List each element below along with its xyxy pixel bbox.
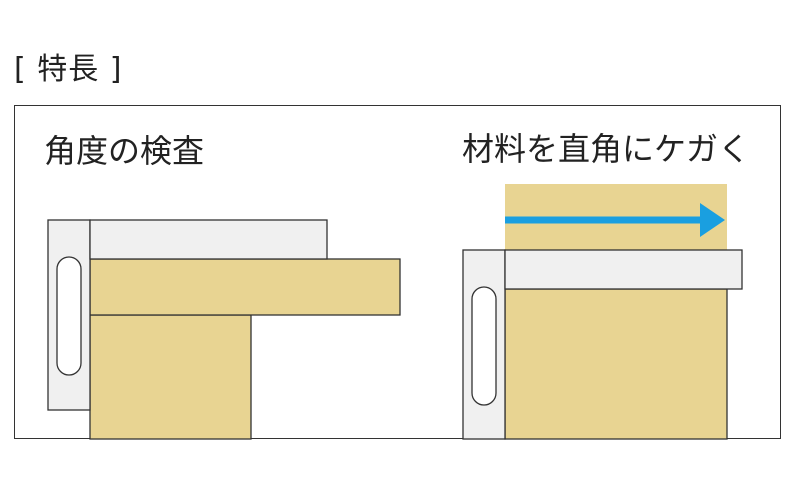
stock-slot [56, 256, 82, 376]
section-title: [ 特長 ] [14, 52, 123, 87]
marking-arrow-head [700, 203, 725, 237]
wood-block-vertical [89, 314, 252, 440]
caption-square-marking: 材料を直角にケガく [462, 130, 751, 168]
right-illustration [462, 184, 743, 440]
wood-board-horizontal [89, 258, 401, 316]
square-blade [504, 249, 743, 290]
square-blade [89, 219, 328, 260]
stock-slot [471, 286, 497, 406]
illustration-frame [14, 105, 781, 439]
caption-angle-inspection: 角度の検査 [44, 132, 205, 170]
square-stock [462, 249, 506, 440]
left-illustration [47, 219, 401, 440]
wood-panel-lower [504, 288, 728, 440]
